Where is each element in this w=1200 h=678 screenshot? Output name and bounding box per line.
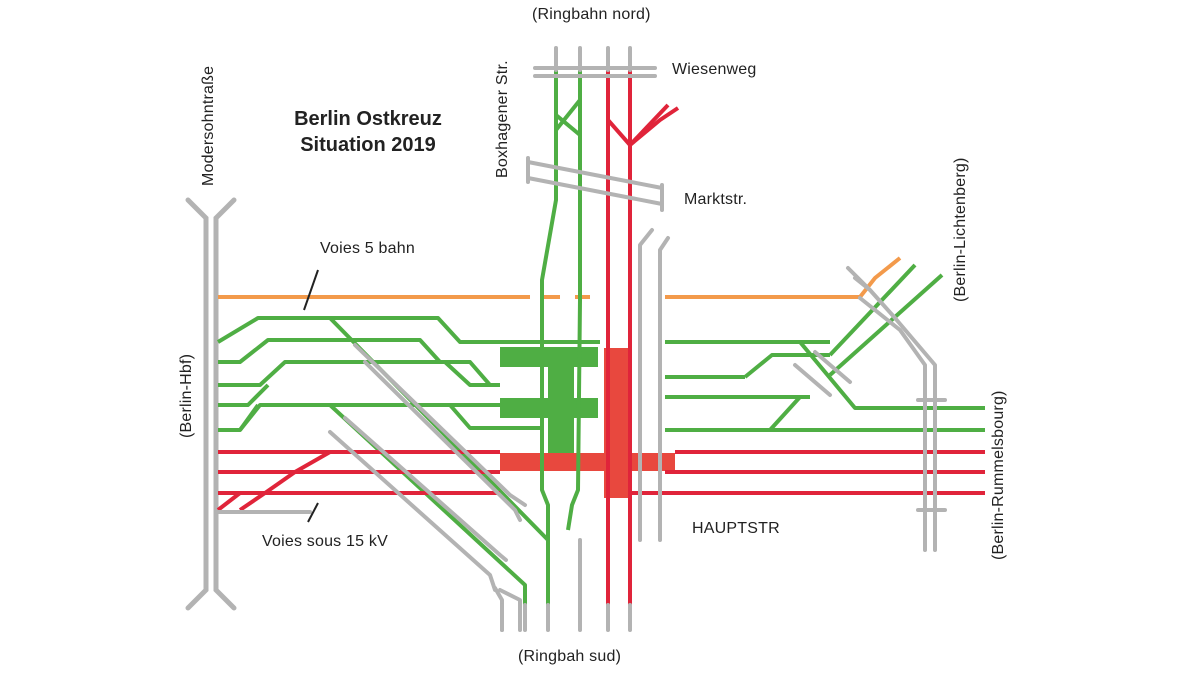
label-voies-5-bahn: Voies 5 bahn <box>320 240 415 257</box>
label-boxhagener: Boxhagener Str. <box>494 60 511 178</box>
title-line-2: Situation 2019 <box>300 134 436 156</box>
title-line-1: Berlin Ostkreuz <box>294 108 442 130</box>
label-lichtenberg: (Berlin-Lichtenberg) <box>952 157 969 302</box>
red-tracks <box>216 70 985 615</box>
platform-red-1 <box>500 453 675 471</box>
modersohn-bridge <box>185 197 237 611</box>
gray-tracks <box>216 46 947 632</box>
label-leaders <box>303 269 319 523</box>
label-ringbah-sud: (Ringbah sud) <box>518 648 622 665</box>
map-title: Berlin Ostkreuz Situation 2019 <box>268 106 468 158</box>
green-tracks <box>216 70 985 615</box>
orange-tracks <box>218 256 902 299</box>
label-ringbahn-nord: (Ringbahn nord) <box>532 6 651 23</box>
label-berlin-hbf: (Berlin-Hbf) <box>178 353 195 438</box>
platform-blocks <box>500 347 675 498</box>
label-wiesenweg: Wiesenweg <box>672 61 757 78</box>
platform-green-3 <box>548 365 574 455</box>
label-markstr: Marktstr. <box>684 191 748 208</box>
label-rummelsbourg: (Berlin-Rummelsbourg) <box>990 390 1007 560</box>
platform-green-1 <box>500 347 598 367</box>
label-modersohn: Modersohntraße <box>200 65 217 186</box>
label-voies-15kv: Voies sous 15 kV <box>262 533 388 550</box>
label-hauptstr: HAUPTSTR <box>692 520 780 537</box>
